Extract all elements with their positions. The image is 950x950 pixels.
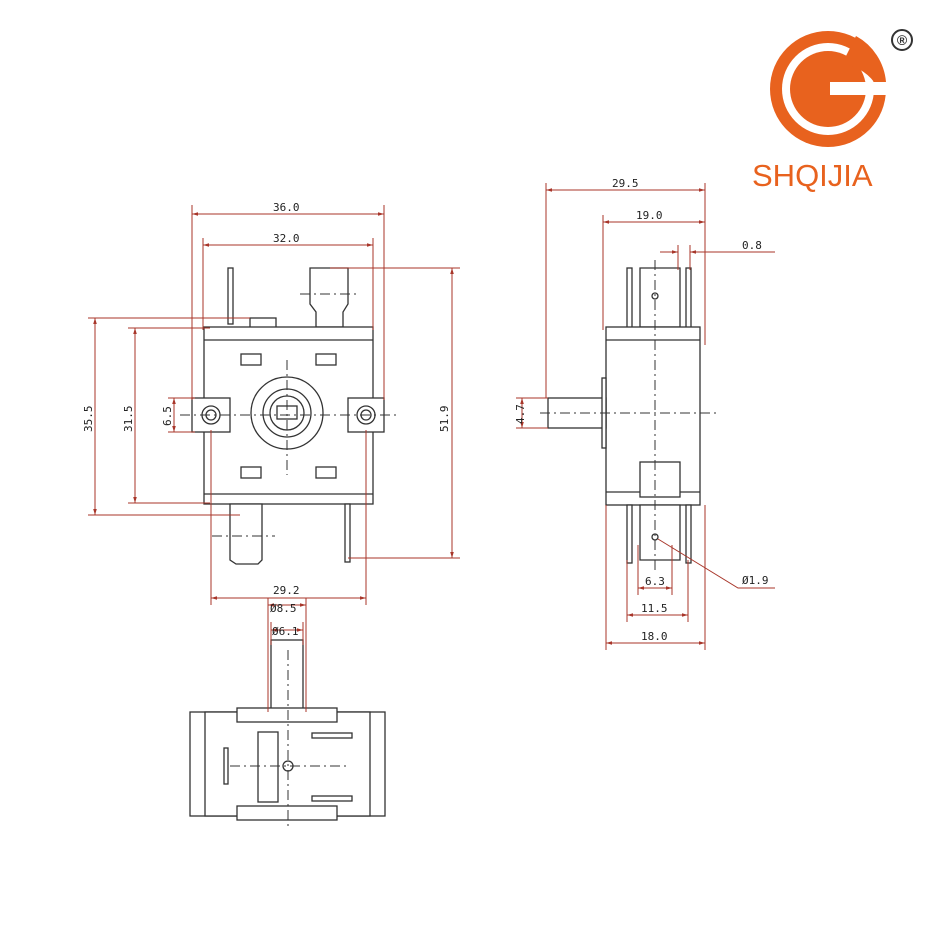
side-view: [540, 260, 720, 570]
dim-51-9: 51.9: [438, 406, 451, 433]
brand-logo: ® SHQIJIA: [752, 29, 913, 193]
dim-6-5: 6.5: [161, 406, 174, 426]
brand-name: SHQIJIA: [752, 158, 873, 193]
dim-36-0: 36.0: [273, 201, 300, 214]
dim-dia-6-1: Ø6.1: [272, 625, 299, 638]
dim-18-0: 18.0: [641, 630, 668, 643]
bottom-view: [189, 639, 386, 830]
dim-31-5: 31.5: [122, 406, 135, 433]
dim-29-2: 29.2: [273, 584, 300, 597]
dim-19-0: 19.0: [636, 209, 663, 222]
registered-mark: ®: [897, 32, 908, 48]
front-view: [180, 267, 398, 565]
dim-29-5: 29.5: [612, 177, 639, 190]
bottom-dimensions: Ø8.5 Ø6.1: [267, 598, 307, 712]
dim-11-5: 11.5: [641, 602, 668, 615]
dim-6-3: 6.3: [645, 575, 665, 588]
dim-32-0: 32.0: [273, 232, 300, 245]
dim-4-7: 4.7: [514, 404, 527, 424]
dim-0-8: 0.8: [742, 239, 762, 252]
dim-35-5: 35.5: [82, 406, 95, 433]
dim-dia-8-5: Ø8.5: [270, 602, 297, 615]
front-dimensions: 36.0 32.0 51.9 35.5 31.5 6.5 29.2: [82, 201, 460, 605]
dim-hole-1-9: Ø1.9: [742, 574, 769, 587]
side-dimensions: 29.5 19.0 0.8 4.7 Ø1.9 6.3 11.5 18.0: [514, 177, 775, 650]
